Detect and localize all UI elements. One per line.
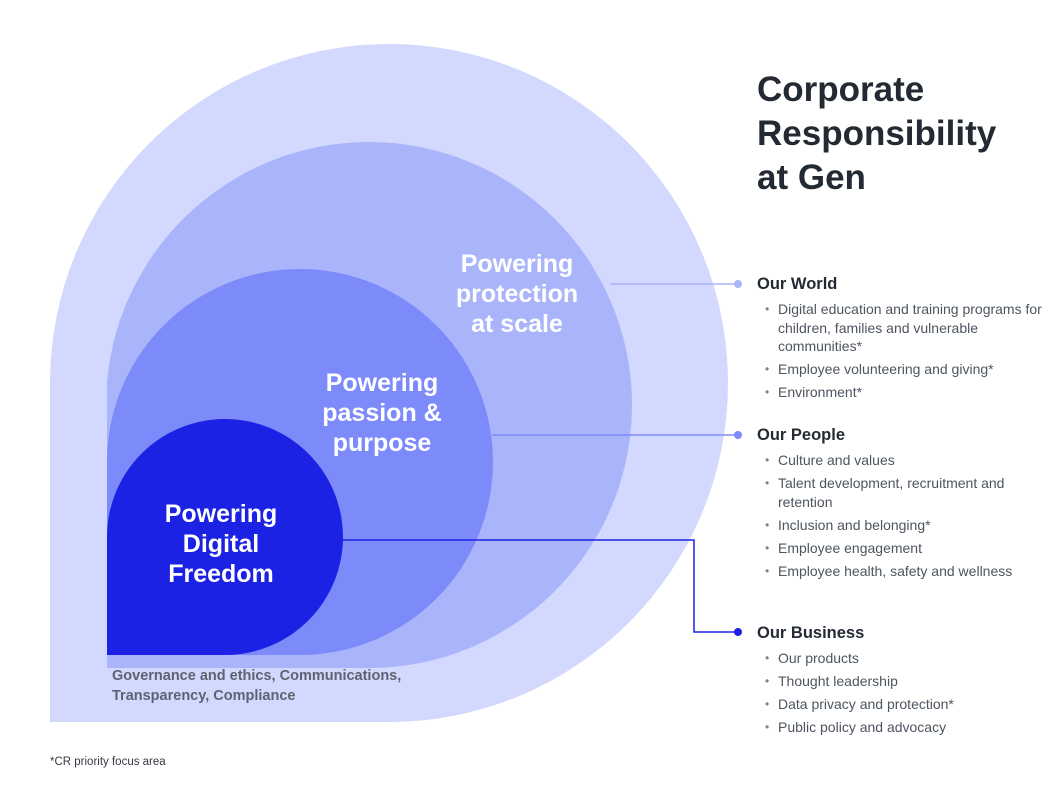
title-line: at Gen (757, 158, 866, 197)
ring-label-line: purpose (332, 429, 432, 457)
ring-label-line: Powering (325, 369, 439, 397)
ring-label-line: at scale (471, 310, 563, 338)
section-title: Our Business (757, 624, 865, 642)
ring-label-core: Powering Digital Freedom (141, 499, 301, 589)
list-item: Employee volunteering and giving* (757, 360, 1052, 379)
section-title: Our World (757, 275, 838, 293)
section-our-business: Our Business Our products Thought leader… (757, 623, 1052, 741)
connector-world-dot (734, 280, 742, 288)
list-item: Public policy and advocacy (757, 718, 1052, 737)
section-list: Digital education and training programs … (757, 300, 1052, 402)
list-item: Data privacy and protection* (757, 695, 1052, 714)
list-item: Inclusion and belonging* (757, 516, 1052, 535)
section-our-world: Our World Digital education and training… (757, 274, 1052, 406)
ring-label-line: Powering (460, 250, 574, 278)
ring-label-outer: Powering protection at scale (437, 249, 597, 339)
ring-label-line: Freedom (168, 560, 274, 588)
page-title: Corporate Responsibility at Gen (757, 68, 1047, 200)
list-item: Culture and values (757, 451, 1052, 470)
connector-business-dot (734, 628, 742, 636)
list-item: Thought leadership (757, 672, 1052, 691)
section-title: Our People (757, 426, 846, 444)
ring-label-line: Digital (182, 530, 260, 558)
list-item: Employee engagement (757, 539, 1052, 558)
connector-people-dot (734, 431, 742, 439)
ring-core (106, 419, 343, 655)
list-item: Digital education and training programs … (757, 300, 1052, 356)
list-item: Environment* (757, 383, 1052, 402)
list-item: Employee health, safety and wellness (757, 562, 1052, 581)
ring-label-line: passion & (322, 399, 442, 427)
title-line: Corporate (757, 70, 925, 109)
section-list: Our products Thought leadership Data pri… (757, 649, 1052, 737)
governance-text: Governance and ethics, Communications, T… (112, 668, 402, 704)
section-list: Culture and values Talent development, r… (757, 451, 1052, 580)
section-our-people: Our People Culture and values Talent dev… (757, 425, 1052, 585)
ring-label-line: protection (455, 280, 579, 308)
ring-label-line: Powering (164, 500, 278, 528)
footnote: *CR priority focus area (50, 756, 166, 768)
list-item: Talent development, recruitment and rete… (757, 474, 1052, 511)
title-line: Responsibility (757, 114, 997, 153)
list-item: Our products (757, 649, 1052, 668)
connector-business (287, 539, 738, 633)
ring-label-second: Powering passion & purpose (302, 368, 462, 458)
